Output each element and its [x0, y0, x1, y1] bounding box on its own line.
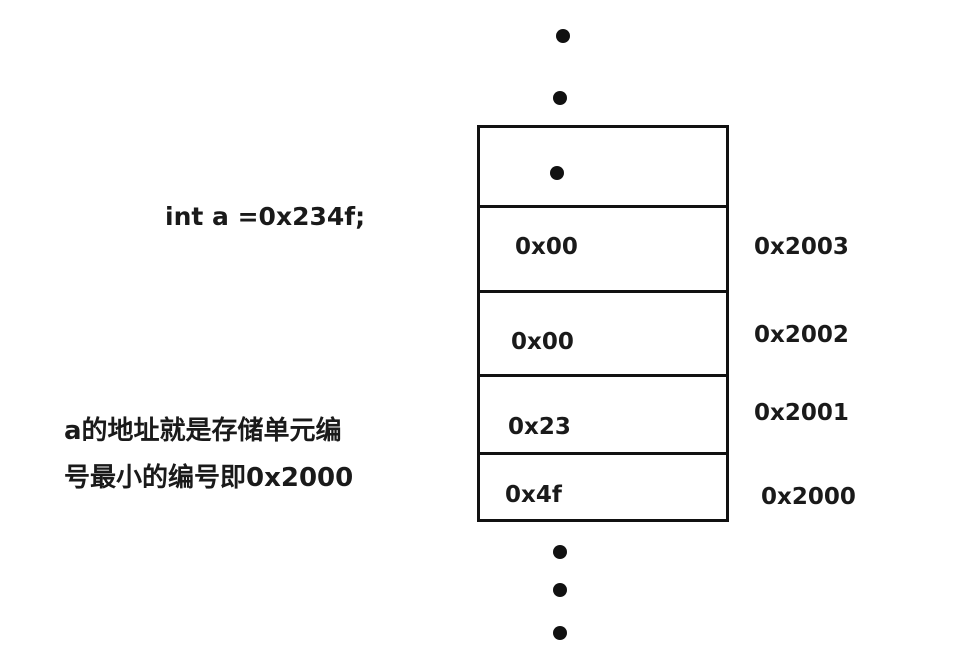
cell-divider-1	[480, 205, 726, 208]
memory-address-label: 0x2003	[754, 234, 849, 260]
memory-cell-value: 0x23	[508, 414, 571, 440]
ellipsis-dot-top-2	[553, 91, 567, 105]
address-note-line-2: 号最小的编号即0x2000	[64, 463, 354, 493]
ellipsis-dot-top-1	[556, 29, 570, 43]
memory-cell-value: 0x00	[511, 329, 574, 355]
code-declaration: int a =0x234f;	[165, 202, 366, 231]
address-note-line-1: a的地址就是存储单元编	[64, 416, 342, 446]
memory-address-label: 0x2000	[761, 484, 856, 510]
ellipsis-dot-bottom-2	[553, 583, 567, 597]
memory-cell-value: 0x00	[515, 234, 578, 260]
ellipsis-dot-top-cell	[550, 166, 564, 180]
cell-divider-4	[480, 452, 726, 455]
memory-block	[477, 125, 729, 522]
cell-divider-2	[480, 290, 726, 293]
cell-divider-3	[480, 374, 726, 377]
ellipsis-dot-bottom-3	[553, 626, 567, 640]
memory-cell-value: 0x4f	[505, 482, 562, 508]
memory-address-label: 0x2002	[754, 322, 849, 348]
memory-address-label: 0x2001	[754, 400, 849, 426]
ellipsis-dot-bottom-1	[553, 545, 567, 559]
